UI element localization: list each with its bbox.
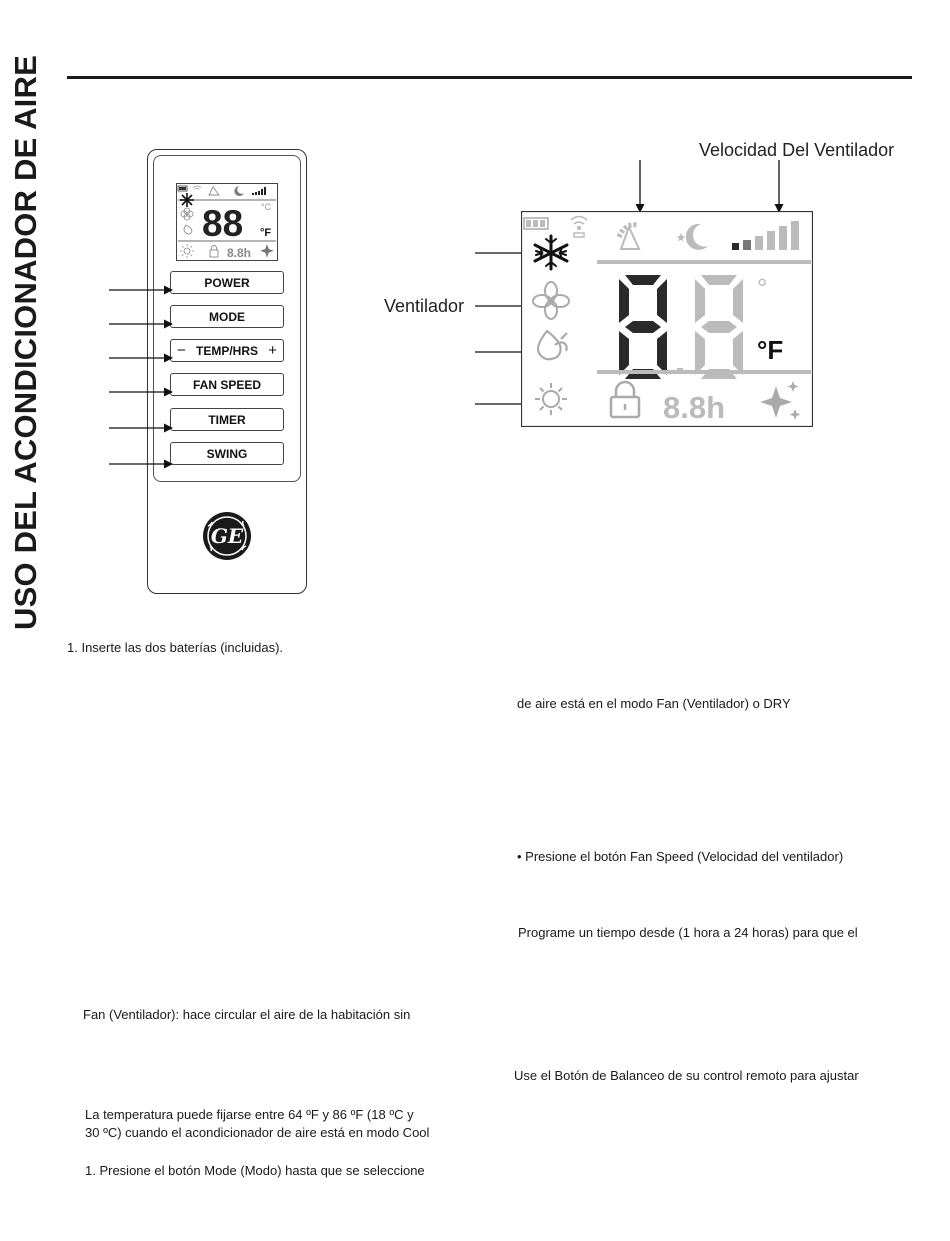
side-section-title: USO DEL ACONDICIONADOR DE AIRE [8, 55, 43, 630]
mini-timer-readout: 8.8h [227, 246, 251, 260]
signal-icon [192, 185, 202, 190]
lock-icon [609, 380, 641, 419]
plus-icon[interactable]: + [268, 342, 277, 359]
temp-hrs-button[interactable]: − TEMP/HRS + [170, 339, 284, 362]
lock-icon [209, 245, 219, 258]
temperature-digits [619, 275, 743, 379]
sun-icon [535, 383, 567, 415]
degree-symbol: ° [757, 273, 767, 303]
signal-icon [570, 215, 588, 238]
fan-speed-bars-icon [732, 221, 799, 250]
mode-button[interactable]: MODE [170, 305, 284, 328]
fan-icon [532, 281, 570, 320]
fahrenheit-unit: °F [757, 335, 783, 365]
temperature-range-line1: La temperatura puede fijarse entre 64 ºF… [85, 1107, 414, 1122]
mini-celsius-label: °C [261, 202, 272, 212]
fan-speed-instruction: • Presione el botón Fan Speed (Velocidad… [517, 849, 844, 864]
mini-digits: 88 [202, 203, 243, 244]
sparkle-icon [760, 381, 801, 420]
fan-mode-description: Fan (Ventilador): hace circular el aire … [83, 1007, 411, 1022]
swing-button[interactable]: SWING [170, 442, 284, 465]
sun-icon [180, 244, 194, 258]
fan-callout: Ventilador [384, 296, 465, 316]
dry-icon [536, 329, 568, 361]
battery-icon [177, 185, 188, 192]
minus-icon[interactable]: − [177, 342, 186, 359]
temperature-range-line2: 30 ºC) cuando el acondicionador de aire … [85, 1125, 430, 1140]
timer-instruction: Programe un tiempo desde (1 hora a 24 ho… [518, 925, 858, 940]
moon-icon [676, 223, 708, 250]
timer-button[interactable]: TIMER [170, 408, 284, 431]
timer-readout: 8.8h [663, 390, 725, 425]
sparkle-icon [260, 244, 274, 258]
snowflake-icon [180, 193, 194, 207]
display-diagram: ° °F 8.8h [521, 211, 813, 427]
swing-instruction: Use el Botón de Balanceo de su control r… [514, 1068, 859, 1083]
remote-mini-display: 88 °C °F 8.8h [176, 183, 278, 261]
battery-icon [523, 217, 549, 230]
fan-icon [180, 207, 194, 221]
fan-speed-callout: Velocidad Del Ventilador [699, 140, 895, 160]
battery-instruction: 1. Inserte las dos baterías (incluidas). [67, 640, 284, 655]
fan-speed-bars-icon [252, 187, 266, 195]
mode-instruction: 1. Presione el botón Mode (Modo) hasta q… [85, 1163, 425, 1178]
moon-icon [234, 186, 244, 196]
swing-icon [208, 186, 220, 196]
snowflake-icon [533, 234, 569, 271]
fan-dry-mode-text: de aire está en el modo Fan (Ventilador)… [517, 696, 791, 711]
dry-icon [183, 224, 193, 235]
temp-hrs-label: TEMP/HRS [195, 343, 258, 358]
remote-button-panel [153, 155, 301, 482]
ge-logo: GE [203, 512, 251, 560]
swing-icon [616, 222, 641, 250]
mini-unit: °F [260, 227, 271, 239]
top-divider [67, 76, 912, 79]
power-button[interactable]: POWER [170, 271, 284, 294]
logo-text: GE [211, 524, 244, 548]
fan-speed-button[interactable]: FAN SPEED [170, 373, 284, 396]
